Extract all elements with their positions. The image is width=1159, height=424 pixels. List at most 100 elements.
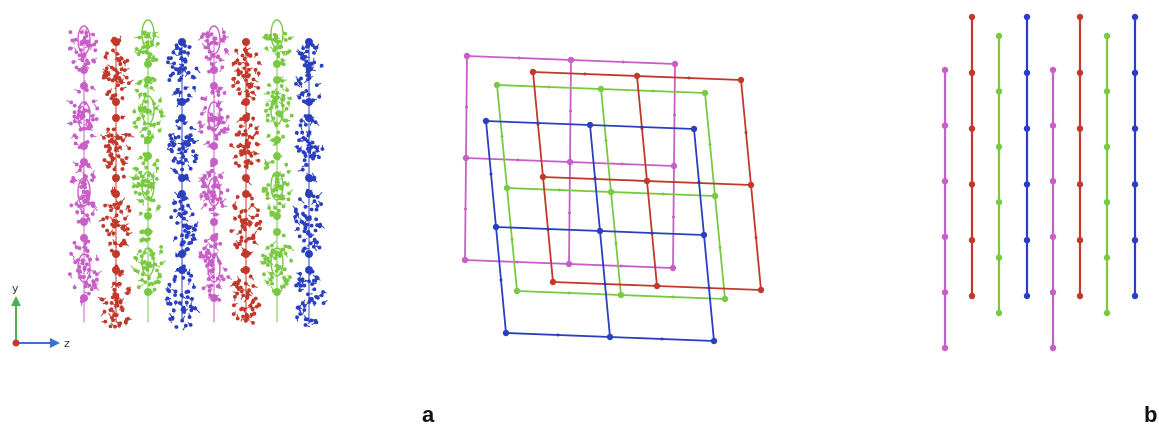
atom — [276, 51, 281, 56]
atom — [170, 65, 175, 69]
ring-stack — [207, 25, 221, 55]
atom — [225, 114, 230, 119]
atom — [212, 39, 217, 44]
atom — [108, 241, 113, 246]
atom — [242, 148, 247, 153]
molecule-column-green — [259, 19, 295, 323]
atom — [114, 219, 119, 224]
atom — [170, 316, 175, 321]
atom — [274, 252, 279, 257]
atom — [280, 58, 285, 62]
atom — [254, 126, 259, 131]
node-atom — [112, 174, 120, 182]
atom — [85, 140, 90, 144]
atom — [143, 99, 148, 104]
atom — [208, 207, 213, 212]
atom — [199, 194, 204, 199]
atom — [82, 173, 87, 178]
atom — [155, 166, 160, 171]
atom — [181, 67, 186, 72]
atom — [266, 113, 270, 118]
atom — [241, 314, 245, 319]
node-atom — [305, 266, 313, 274]
atom — [237, 242, 242, 246]
atom — [283, 38, 288, 42]
edge-bead — [697, 180, 701, 184]
node-atom — [210, 66, 218, 74]
atom — [179, 56, 184, 60]
atom — [110, 139, 115, 144]
net-node — [700, 231, 708, 239]
edge-bead — [567, 291, 571, 295]
net-node — [711, 192, 719, 200]
node-atom — [112, 98, 120, 106]
atom — [200, 35, 204, 39]
atom — [69, 100, 74, 105]
atom — [315, 240, 319, 245]
net-sheet-blue — [482, 117, 718, 345]
atom — [80, 180, 85, 185]
atom — [83, 241, 88, 246]
atom — [298, 81, 303, 86]
atom — [276, 173, 280, 178]
atom — [74, 202, 79, 206]
atom — [147, 207, 152, 212]
net-node — [710, 337, 718, 345]
rod-node — [1076, 181, 1084, 188]
atom — [138, 249, 142, 254]
atom — [300, 92, 305, 97]
node-atom — [273, 288, 281, 296]
node-atom — [178, 250, 186, 258]
atom — [245, 89, 250, 94]
atom — [209, 190, 214, 195]
atom — [209, 283, 214, 288]
atom — [275, 91, 279, 96]
atom — [267, 259, 271, 264]
atom — [231, 77, 236, 81]
atom — [298, 312, 303, 316]
rod-blue — [1131, 13, 1139, 300]
edge-bead — [516, 158, 520, 162]
edge-bead — [619, 264, 623, 268]
atom — [306, 292, 310, 297]
atom — [203, 202, 208, 207]
atom — [304, 49, 309, 54]
atom — [254, 52, 259, 57]
ring-stack — [207, 177, 221, 207]
atom — [114, 74, 119, 78]
atom — [126, 316, 130, 321]
atom — [274, 104, 279, 109]
atom — [273, 193, 277, 198]
atom — [167, 78, 172, 82]
atom — [302, 238, 306, 243]
atom — [280, 61, 284, 66]
atom — [174, 170, 178, 174]
atom — [200, 177, 205, 182]
ring-stack — [141, 171, 155, 201]
atom — [210, 193, 214, 198]
atom — [179, 242, 184, 247]
atom — [189, 273, 194, 278]
atom — [211, 115, 216, 120]
atom — [265, 102, 270, 107]
atom — [135, 88, 140, 93]
atom — [105, 228, 110, 233]
atom — [307, 142, 312, 147]
atom — [154, 176, 159, 181]
atom — [142, 183, 147, 188]
atom — [218, 173, 222, 178]
atom — [180, 167, 185, 172]
atom — [183, 157, 188, 162]
atom — [119, 242, 124, 247]
atom — [111, 231, 116, 236]
node-atom — [144, 136, 152, 144]
atom — [105, 51, 109, 56]
atom — [300, 301, 305, 306]
atom — [277, 254, 282, 258]
atom — [270, 159, 275, 164]
atom — [124, 156, 129, 160]
atom — [90, 212, 95, 216]
atom — [238, 143, 243, 148]
edge-bead — [651, 89, 655, 93]
atom — [105, 215, 109, 220]
